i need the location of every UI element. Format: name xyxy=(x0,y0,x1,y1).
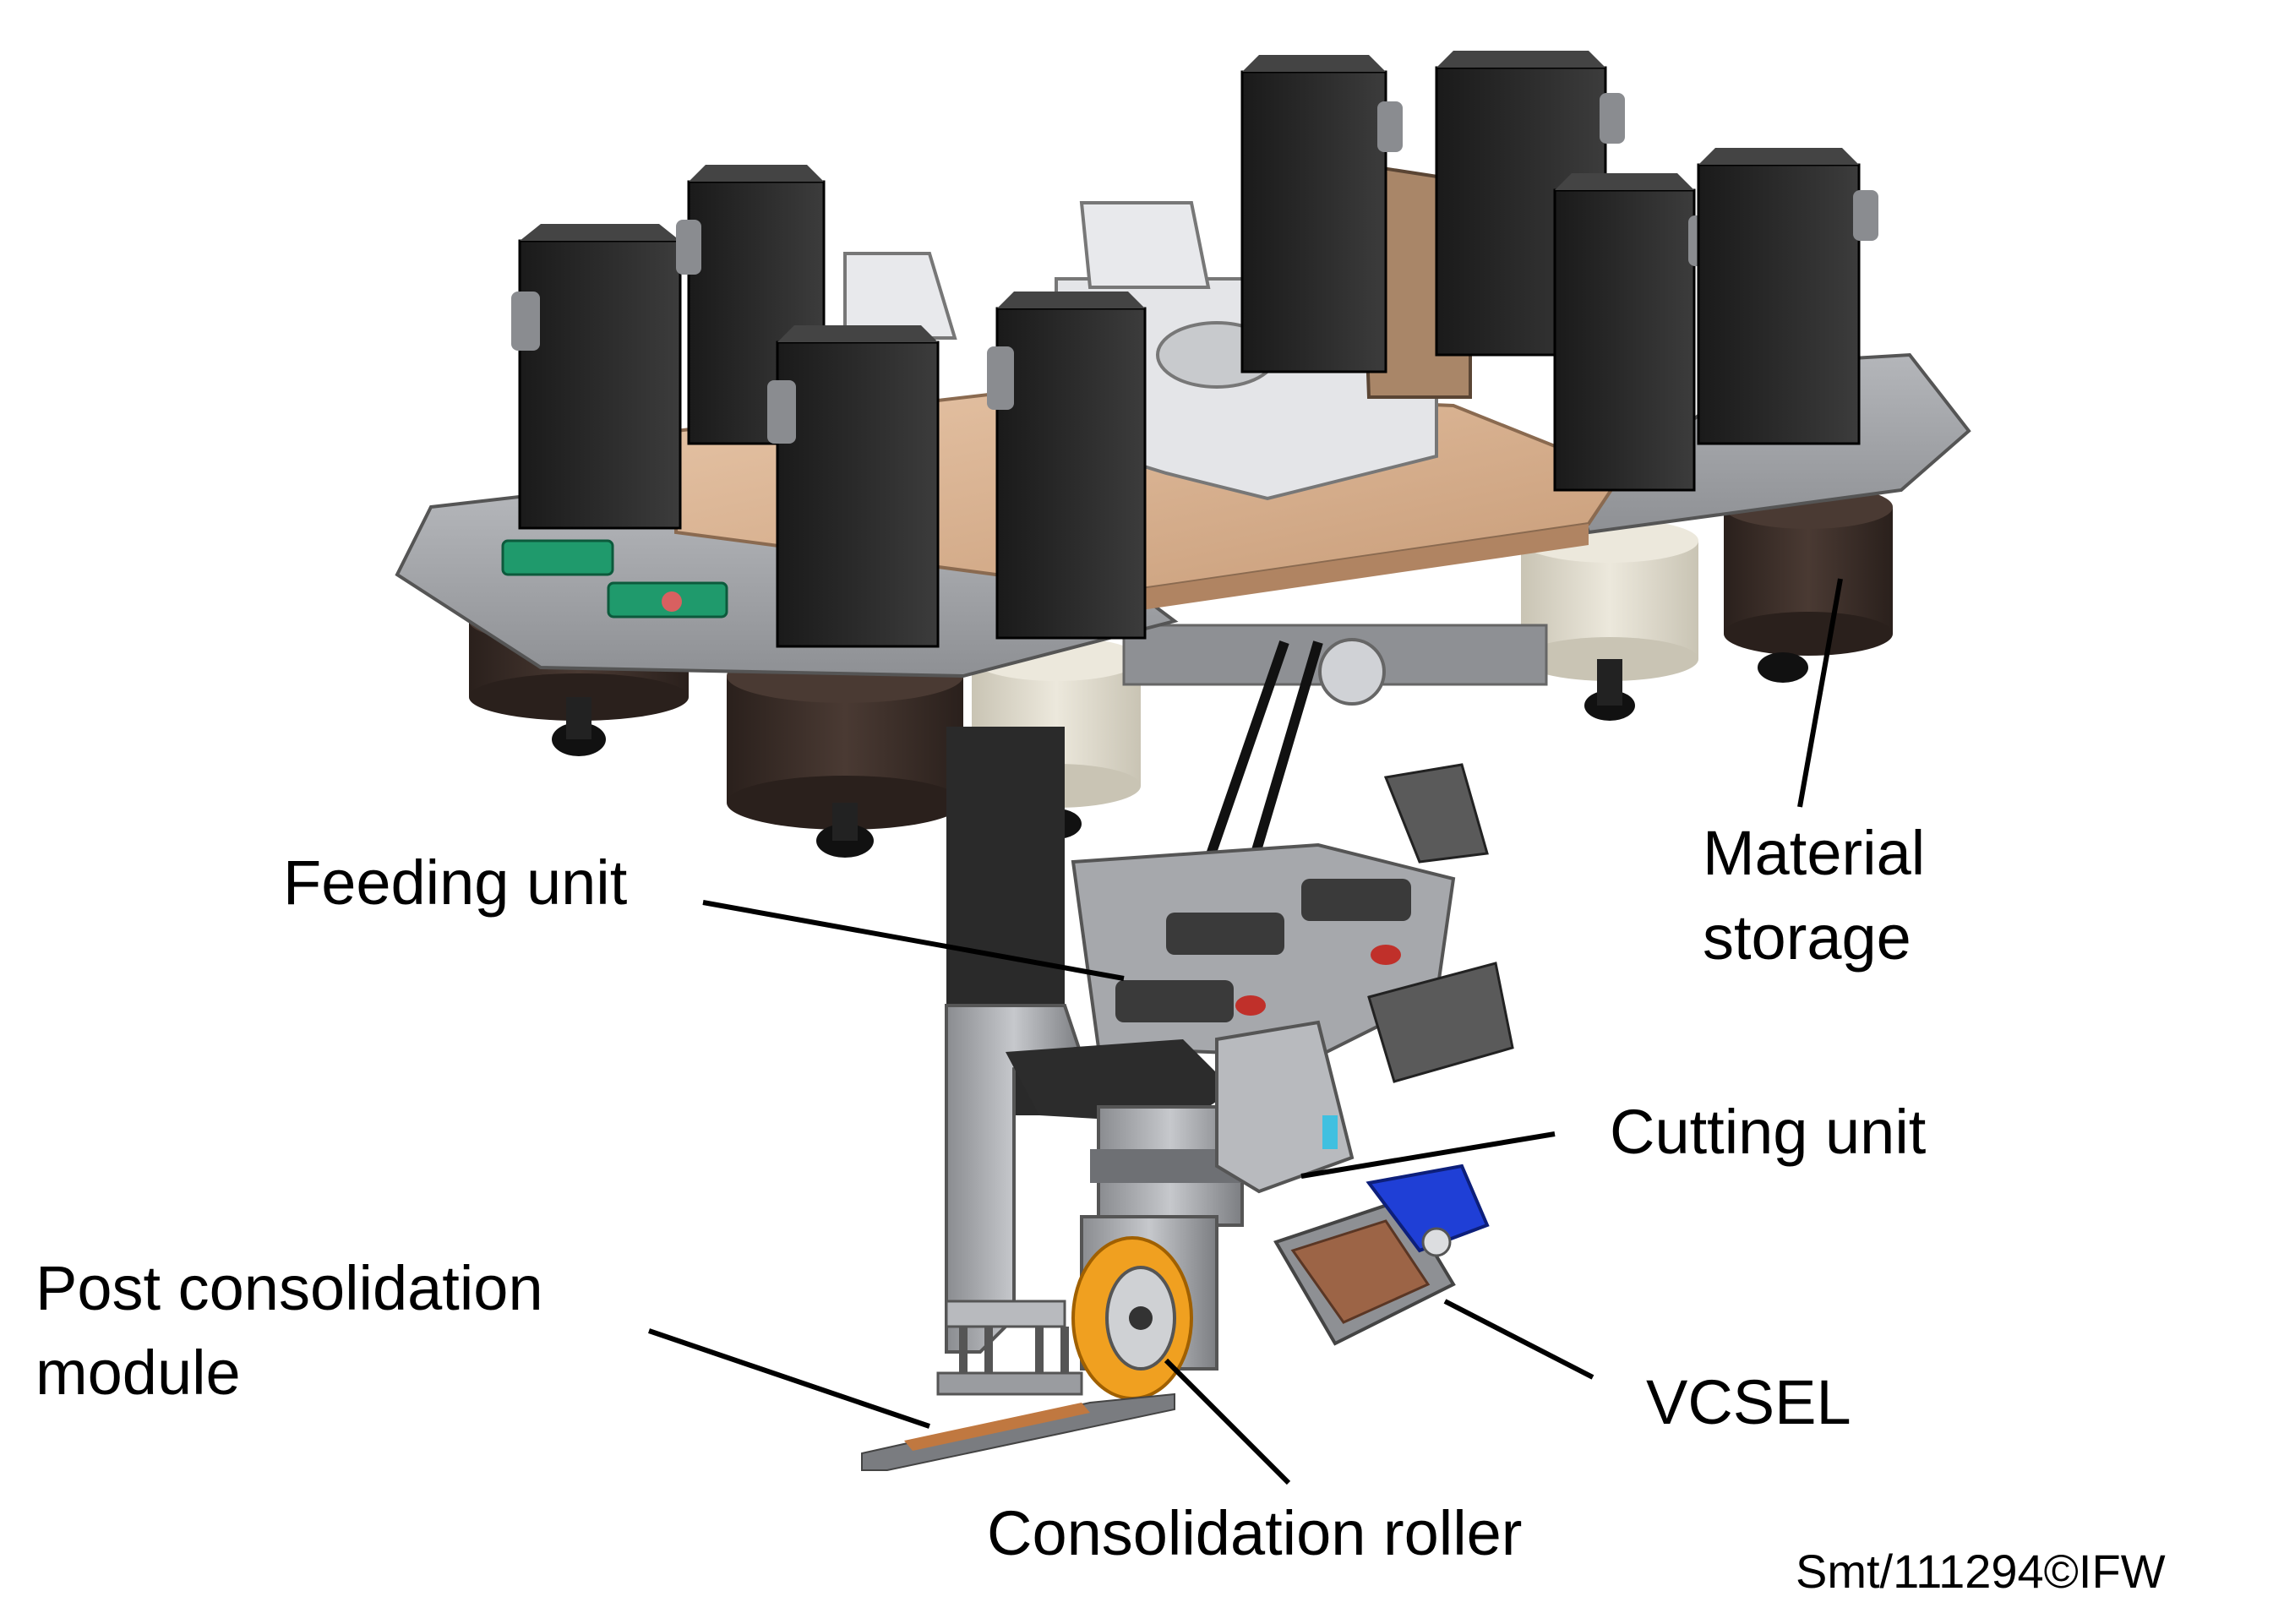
leader-cutting-unit xyxy=(1300,1131,1556,1179)
motor-7 xyxy=(1553,173,1712,492)
leader-feeding-unit xyxy=(702,900,1125,981)
vcsel-module xyxy=(1273,1164,1490,1346)
head-assembly xyxy=(861,763,1514,1471)
leader-material-storage xyxy=(1797,578,1843,808)
motor-4 xyxy=(987,292,1147,640)
copyright-credit: Smt/111294©IFW xyxy=(1796,1545,2166,1598)
spool-left xyxy=(727,649,963,858)
leader-consolidation-roller xyxy=(1164,1358,1291,1485)
leader-vcsel xyxy=(1443,1299,1594,1380)
label-cutting-unit: Cutting unit xyxy=(1610,1097,1927,1167)
label-consolidation-roller: Consolidation roller xyxy=(987,1498,1523,1568)
leader-lines xyxy=(648,578,1843,1485)
consolidation-roller xyxy=(1071,1236,1193,1400)
motor-1 xyxy=(511,224,682,530)
green-feeders xyxy=(501,539,728,619)
bracket-arm xyxy=(945,1004,1084,1354)
motor-8 xyxy=(1697,148,1878,445)
wood-plate-edge xyxy=(1124,524,1589,613)
leader-post-consolidation xyxy=(648,1328,930,1429)
compaction-body xyxy=(1006,1039,1234,1124)
post-consolidation-module xyxy=(861,1300,1175,1471)
label-material-storage: Material storage xyxy=(1703,818,1926,973)
spool-far-right xyxy=(1724,485,1893,683)
motor-5 xyxy=(1240,55,1403,373)
motor-group xyxy=(511,51,1878,648)
spool-cream-right xyxy=(1521,519,1698,721)
label-feeding-unit: Feeding unit xyxy=(283,847,628,918)
label-vcsel: VCSEL xyxy=(1646,1367,1851,1437)
composite-tape xyxy=(861,1392,1175,1471)
motor-3 xyxy=(767,325,940,648)
label-post-consolidation-module: Post consolidation module xyxy=(35,1253,543,1408)
